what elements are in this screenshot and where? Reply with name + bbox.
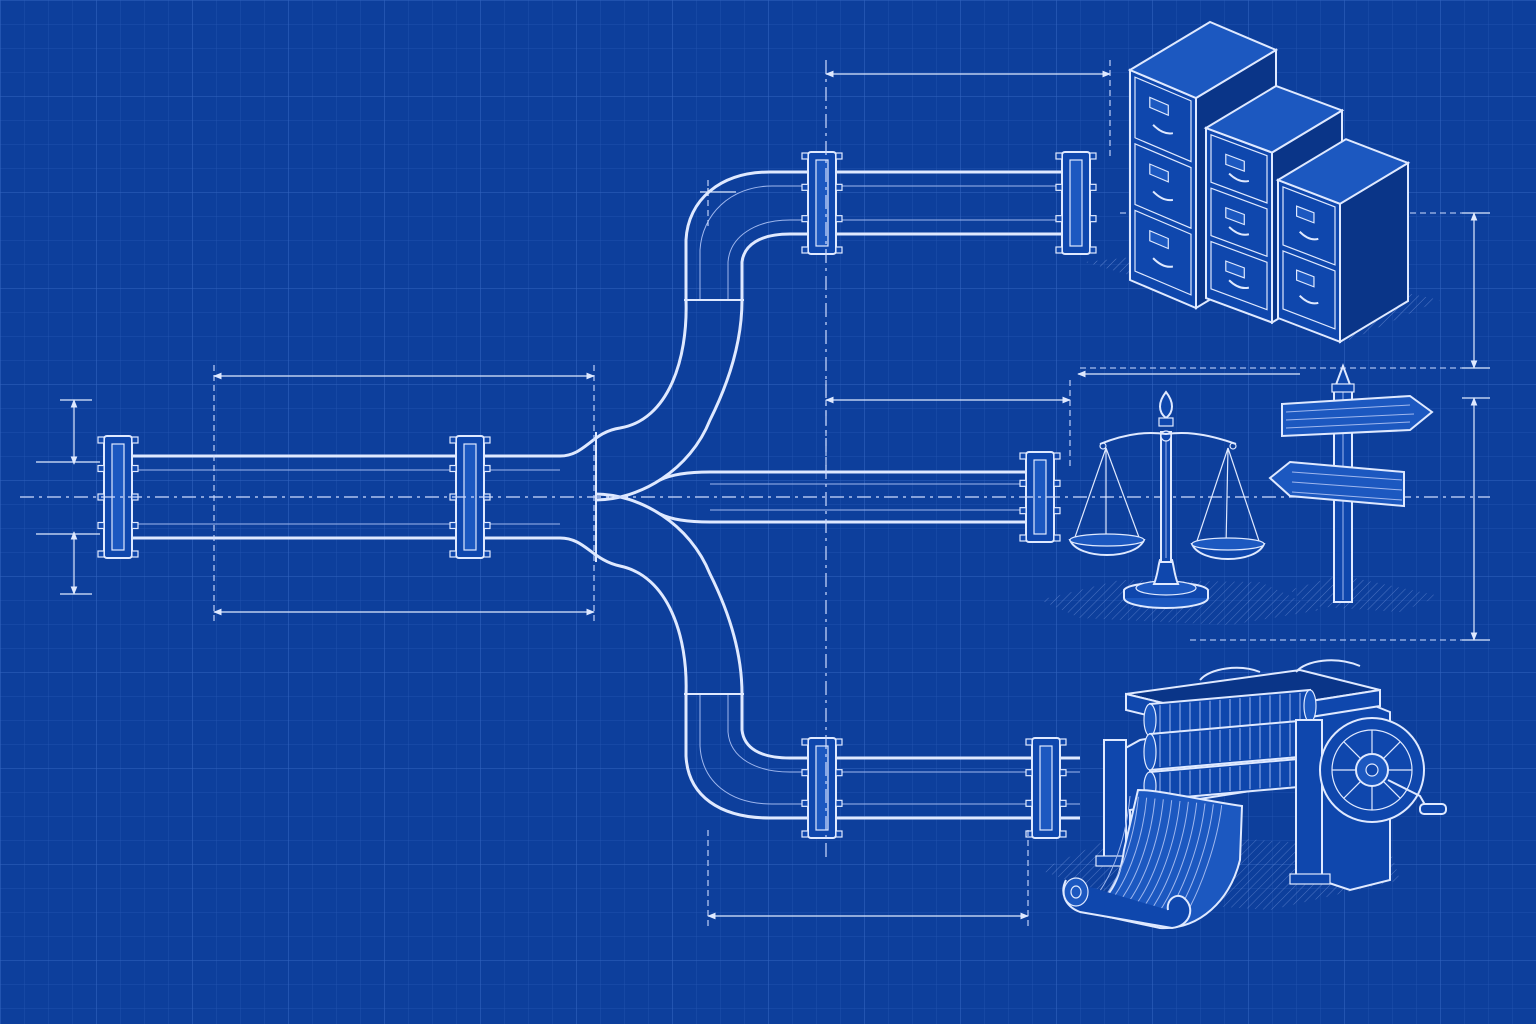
signpost-icon <box>1268 363 1440 612</box>
cabinet-drawer <box>1210 240 1268 311</box>
cabinet-drawer <box>1282 186 1336 266</box>
wheel-spoke <box>1343 741 1362 760</box>
pipe-network <box>97 151 1097 839</box>
pipe-flange <box>801 737 843 839</box>
cabinet-drawer <box>1134 209 1192 296</box>
pipe-flange <box>801 151 843 255</box>
cabinet-drawer <box>1134 142 1192 230</box>
wheel-spoke <box>1343 780 1362 799</box>
wheel-spoke <box>1382 780 1401 799</box>
dimension-lines <box>36 70 1490 920</box>
balance-scale-icon <box>1040 390 1320 625</box>
cabinet-drawer <box>1210 133 1268 204</box>
pipe-flange <box>1025 737 1067 839</box>
upper-branch-pipe <box>559 170 1090 502</box>
wheel-spoke <box>1382 741 1401 760</box>
cabinet-drawer <box>1210 187 1268 258</box>
cabinet-drawer <box>1282 250 1336 330</box>
filing-cabinet <box>1275 138 1411 344</box>
cabinet-drawer <box>1134 76 1192 163</box>
flanges <box>97 151 1097 839</box>
pipe-flange <box>1055 151 1097 255</box>
lower-branch-pipe <box>559 492 1080 820</box>
printing-press-icon <box>1040 659 1447 930</box>
filing-cabinets-icon <box>1085 20 1440 344</box>
